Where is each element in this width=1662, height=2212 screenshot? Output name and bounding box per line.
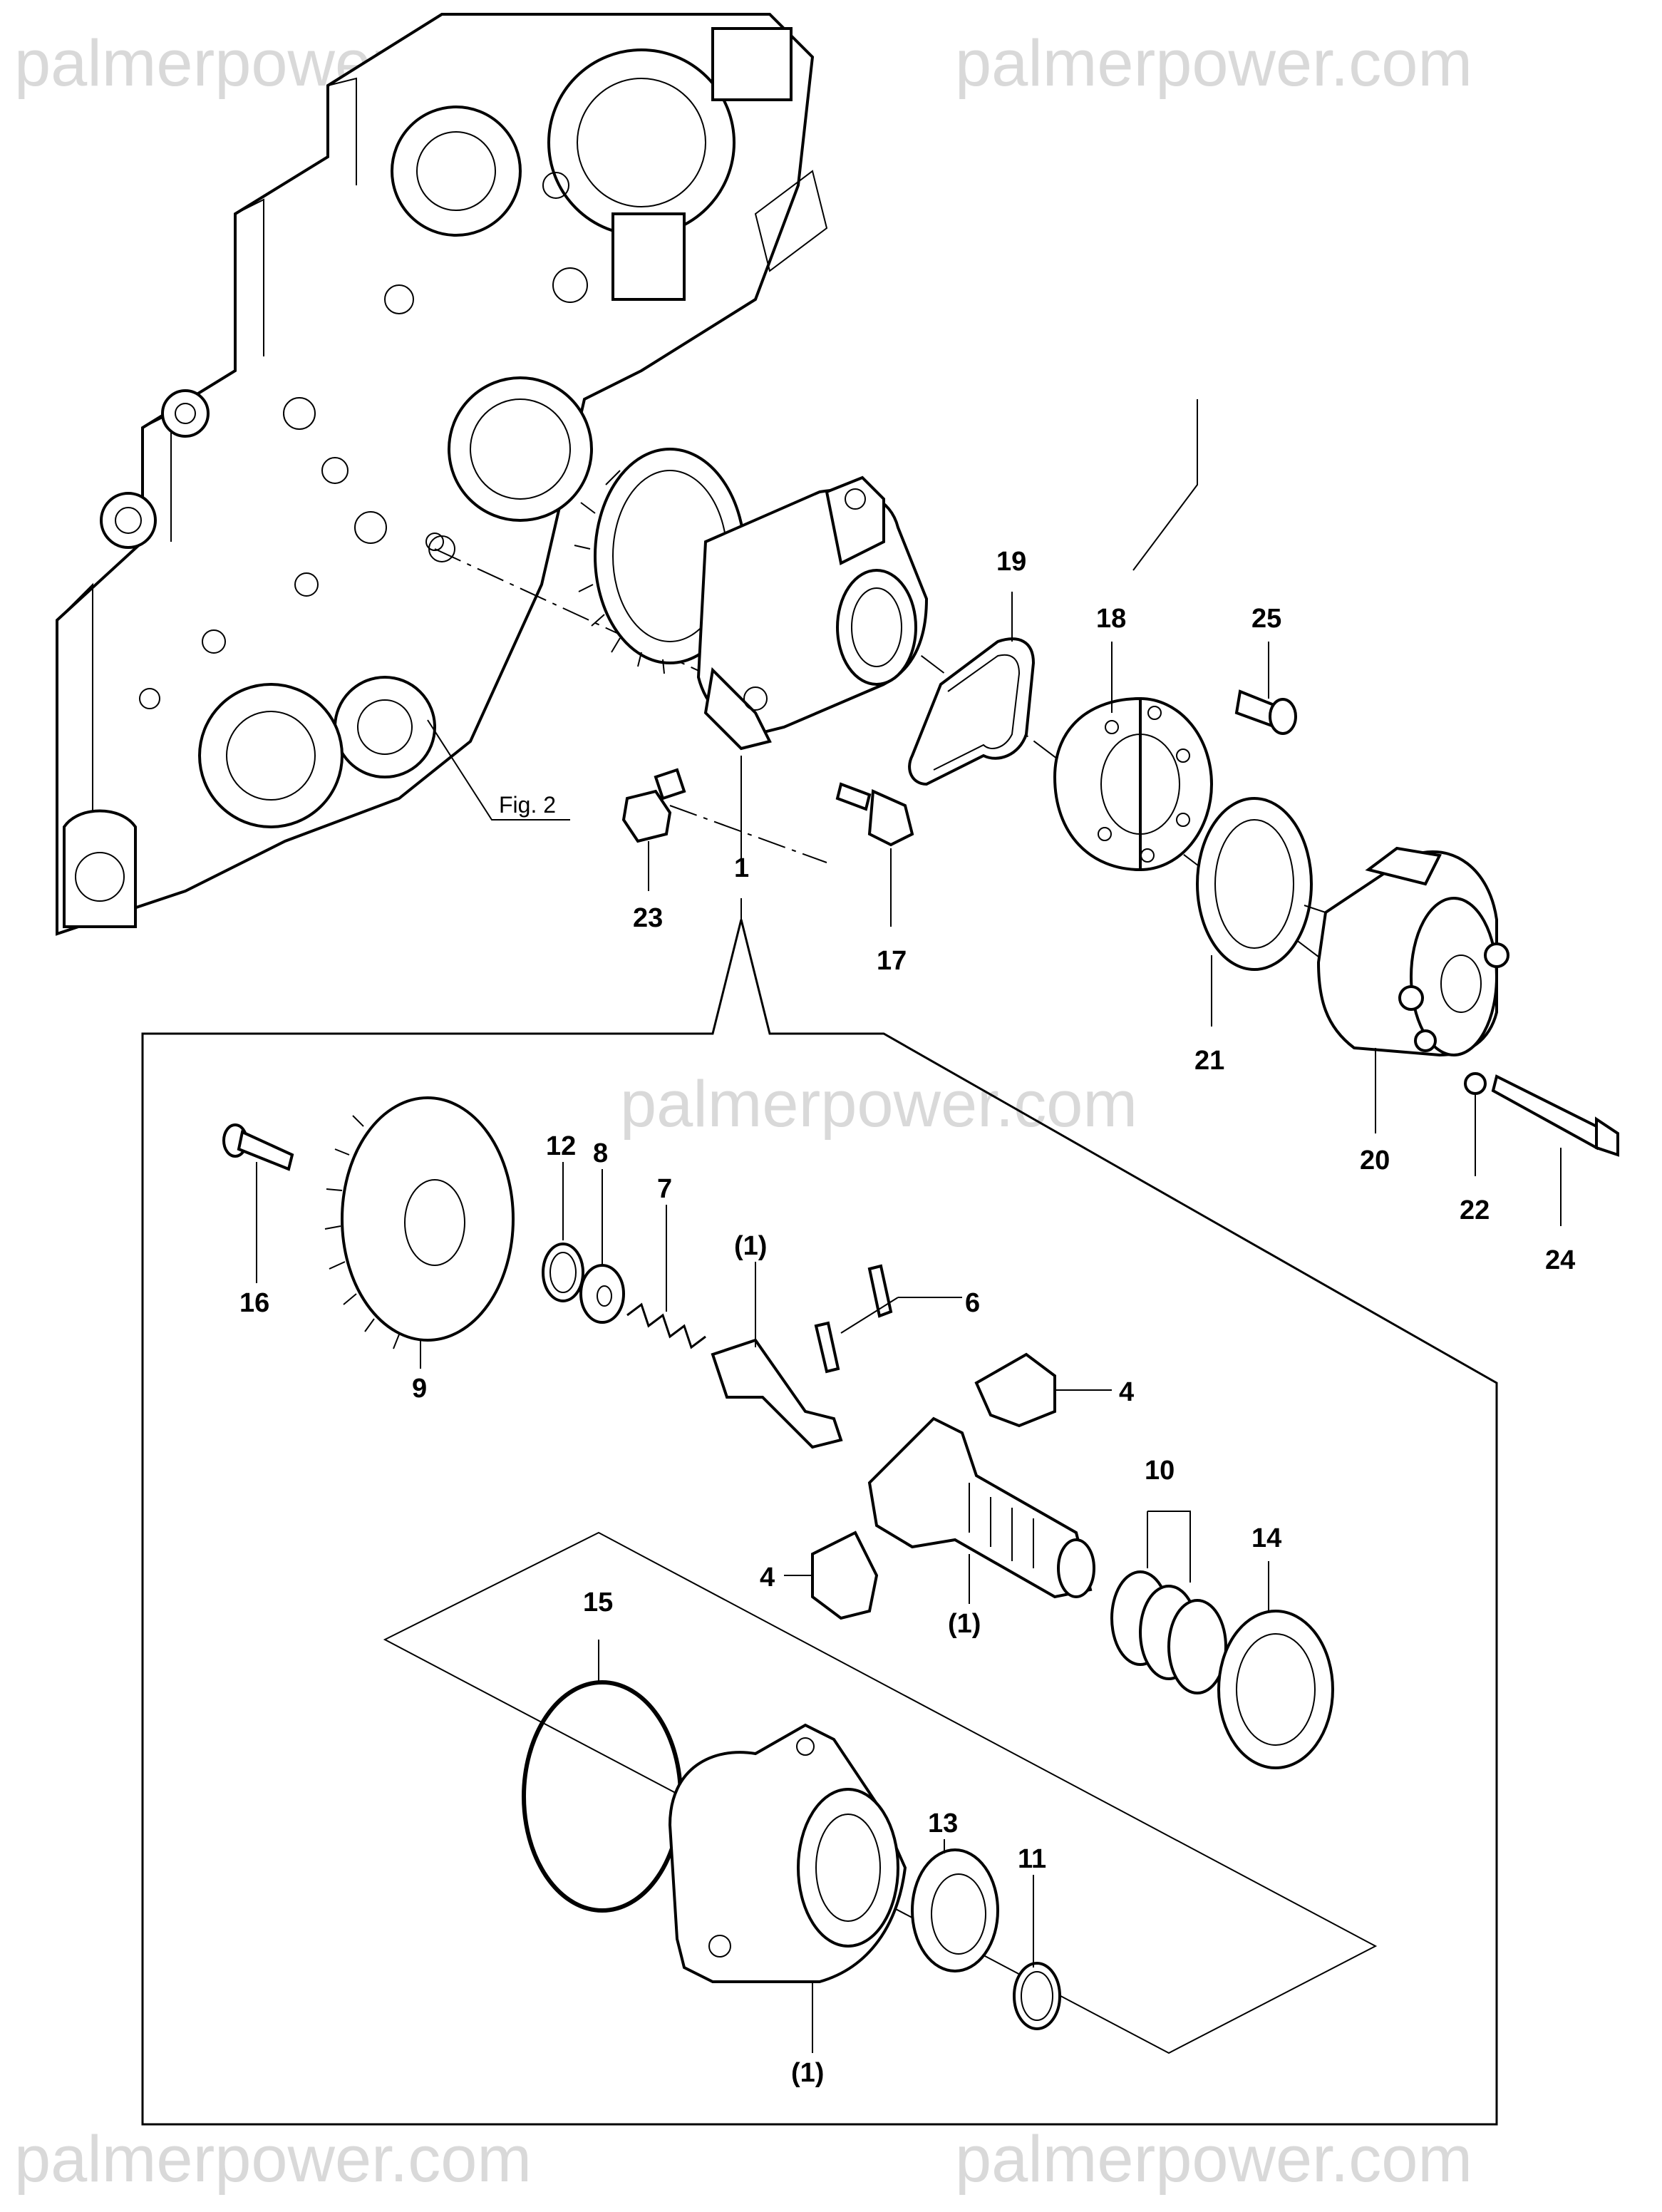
detail-leader-lines	[256, 1162, 1269, 2053]
callout-7: 7	[657, 1174, 672, 1204]
callout-21: 21	[1194, 1046, 1224, 1076]
callout-20: 20	[1360, 1146, 1390, 1176]
engine-gear-case	[56, 13, 828, 936]
bolt-16	[222, 1123, 294, 1171]
screw-25	[1234, 689, 1297, 735]
callout-9: 9	[412, 1374, 427, 1404]
shaft-body-1	[867, 1416, 1095, 1599]
block-4-lower	[811, 1531, 879, 1620]
o-ring-15	[522, 1680, 683, 1913]
gasket-21	[1196, 797, 1313, 971]
spring-7	[626, 1302, 706, 1349]
callout-6: 6	[965, 1288, 980, 1318]
callout-12: 12	[546, 1131, 576, 1161]
watermark-top-right: palmerpower.com	[955, 27, 1472, 100]
callout-15: 15	[583, 1588, 613, 1617]
pins-6	[814, 1264, 962, 1374]
snap-ring-11	[1013, 1962, 1061, 2030]
coupling-18	[1053, 696, 1213, 872]
callout-18: 18	[1096, 604, 1126, 634]
washer-22	[1464, 1072, 1487, 1095]
rings-10	[1110, 1511, 1227, 1694]
callout-11: 11	[1018, 1844, 1046, 1874]
block-4-upper	[974, 1352, 1056, 1428]
callout-19: 19	[996, 547, 1026, 577]
callout-labels: 19 18 25 1 23 17 21 20 22 24 12 8 7 (1) …	[239, 547, 1575, 2088]
callout-16: 16	[239, 1288, 269, 1318]
callout-sub-c: (1)	[791, 2058, 824, 2088]
gasket-19	[908, 637, 1036, 786]
watermark-bottom-left: palmerpower.com	[14, 2123, 532, 2196]
snap-ring-12	[542, 1243, 584, 1302]
gear-9	[324, 1096, 515, 1349]
washer-8	[579, 1264, 625, 1324]
bearing-14	[1217, 1610, 1334, 1769]
callout-13: 13	[928, 1809, 958, 1838]
fig-reference-label: Fig. 2	[499, 792, 556, 818]
bolt-17	[835, 782, 914, 847]
callout-22: 22	[1460, 1195, 1490, 1225]
upper-leader-lines	[648, 592, 1562, 1226]
detail-frame	[141, 898, 1498, 2126]
bearing-13	[911, 1848, 999, 1972]
watermark-center: palmerpower.com	[620, 1068, 1137, 1141]
callout-14: 14	[1251, 1523, 1281, 1553]
sub-assembly-frame	[383, 1531, 1378, 2054]
housing-lower-1	[668, 1723, 907, 1983]
callout-23: 23	[633, 903, 663, 933]
plunger-1	[711, 1338, 843, 1449]
callout-24: 24	[1545, 1245, 1575, 1275]
callout-1: 1	[734, 853, 749, 883]
plug-23	[621, 768, 686, 843]
callout-25: 25	[1251, 604, 1281, 634]
callout-10: 10	[1145, 1456, 1175, 1486]
fig-reference: Fig. 2	[427, 719, 570, 821]
callout-sub-b: (1)	[948, 1609, 981, 1639]
drive-assembly-upper	[574, 448, 929, 751]
callout-4-lower: 4	[760, 1563, 775, 1593]
callout-17: 17	[877, 946, 907, 976]
callout-4-upper: 4	[1119, 1377, 1134, 1407]
pump-20	[1304, 846, 1509, 1057]
watermark-bottom-right: palmerpower.com	[955, 2123, 1472, 2196]
bolt-24	[1491, 1074, 1619, 1157]
callout-sub-a: (1)	[734, 1231, 767, 1261]
callout-8: 8	[593, 1138, 608, 1168]
